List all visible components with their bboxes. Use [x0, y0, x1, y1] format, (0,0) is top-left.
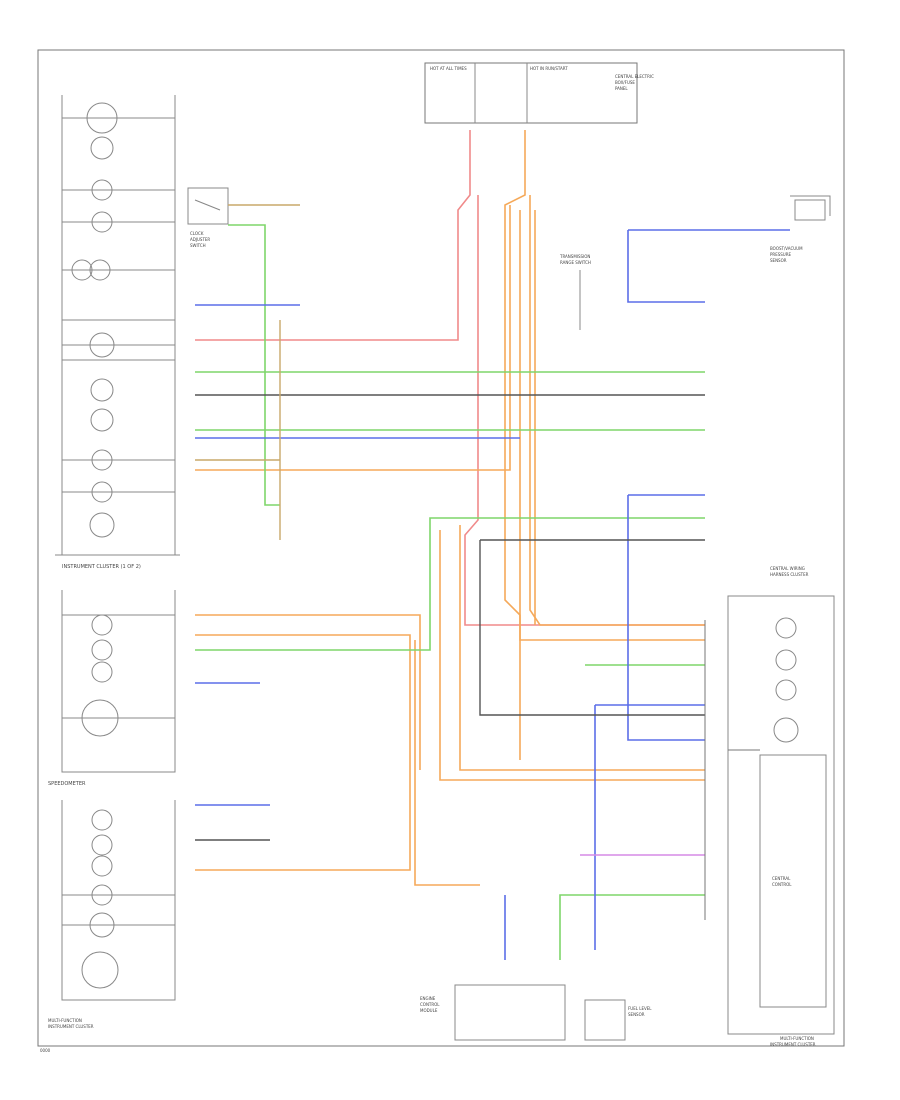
corner-tag: 0000 — [40, 1048, 51, 1053]
connector-ticks — [704, 620, 760, 920]
svg-text:HARNESS CLUSTER: HARNESS CLUSTER — [770, 572, 809, 577]
svg-text:BOOST/VACUUM: BOOST/VACUUM — [770, 246, 803, 251]
svg-text:CENTRAL WIRING: CENTRAL WIRING — [770, 566, 805, 571]
fuse-box — [424, 62, 638, 124]
svg-text:PANEL: PANEL — [615, 86, 628, 91]
svg-text:ADJUSTER: ADJUSTER — [190, 237, 210, 242]
wire-tan — [195, 204, 300, 540]
wire-orange — [195, 130, 705, 886]
instrument-cluster-panel: INSTRUMENT CLUSTER (1 OF 2) — [55, 95, 180, 570]
svg-text:BOX/FUSE: BOX/FUSE — [615, 80, 635, 85]
boost-sensor: BOOST/VACUUM PRESSURE SENSOR — [770, 195, 831, 263]
svg-text:INSTRUMENT CLUSTER: INSTRUMENT CLUSTER — [770, 1042, 816, 1047]
svg-text:INSTRUMENT CLUSTER: INSTRUMENT CLUSTER — [48, 1024, 94, 1029]
svg-text:FUEL LEVEL: FUEL LEVEL — [628, 1006, 652, 1011]
speedometer-panel: SPEEDOMETER — [48, 590, 176, 787]
svg-text:CONTROL: CONTROL — [772, 882, 792, 887]
multi-function-panel: MULTI-FUNCTION INSTRUMENT CLUSTER — [48, 800, 176, 1029]
svg-text:SWITCH: SWITCH — [190, 243, 206, 248]
svg-text:MODULE: MODULE — [420, 1008, 438, 1013]
svg-text:HOT IN RUN/START: HOT IN RUN/START — [530, 66, 568, 71]
diagram-frame — [37, 49, 845, 1047]
svg-text:TRANSMISSION: TRANSMISSION — [559, 254, 590, 259]
svg-text:CENTRAL: CENTRAL — [772, 876, 791, 881]
small-switch: CLOCK ADJUSTER SWITCH — [187, 187, 229, 248]
svg-text:CONTROL: CONTROL — [420, 1002, 440, 1007]
svg-text:ENGINE: ENGINE — [420, 996, 436, 1001]
svg-text:MULTI-FUNCTION: MULTI-FUNCTION — [48, 1018, 82, 1023]
svg-text:SENSOR: SENSOR — [628, 1012, 645, 1017]
right-cluster-panel: CENTRAL CONTROL MULTI-FUNCTION INSTRUMEN… — [727, 566, 835, 1047]
svg-text:RANGE SWITCH: RANGE SWITCH — [560, 260, 591, 265]
bottom-connector-left — [454, 984, 566, 1041]
bottom-connector-right — [584, 999, 626, 1041]
instrument-cluster-label: INSTRUMENT CLUSTER (1 OF 2) — [62, 564, 141, 570]
svg-text:CENTRAL ELECTRIC: CENTRAL ELECTRIC — [615, 74, 654, 79]
wire-blue — [195, 229, 790, 960]
svg-text:PRESSURE: PRESSURE — [770, 252, 792, 257]
svg-text:SENSOR: SENSOR — [770, 258, 787, 263]
transmission-switch: TRANSMISSION RANGE SWITCH — [559, 254, 591, 330]
svg-text:CLOCK: CLOCK — [190, 231, 204, 236]
svg-text:MULTI-FUNCTION: MULTI-FUNCTION — [780, 1036, 814, 1041]
svg-text:HOT AT ALL TIMES: HOT AT ALL TIMES — [430, 66, 467, 71]
speedometer-label: SPEEDOMETER — [48, 781, 86, 787]
